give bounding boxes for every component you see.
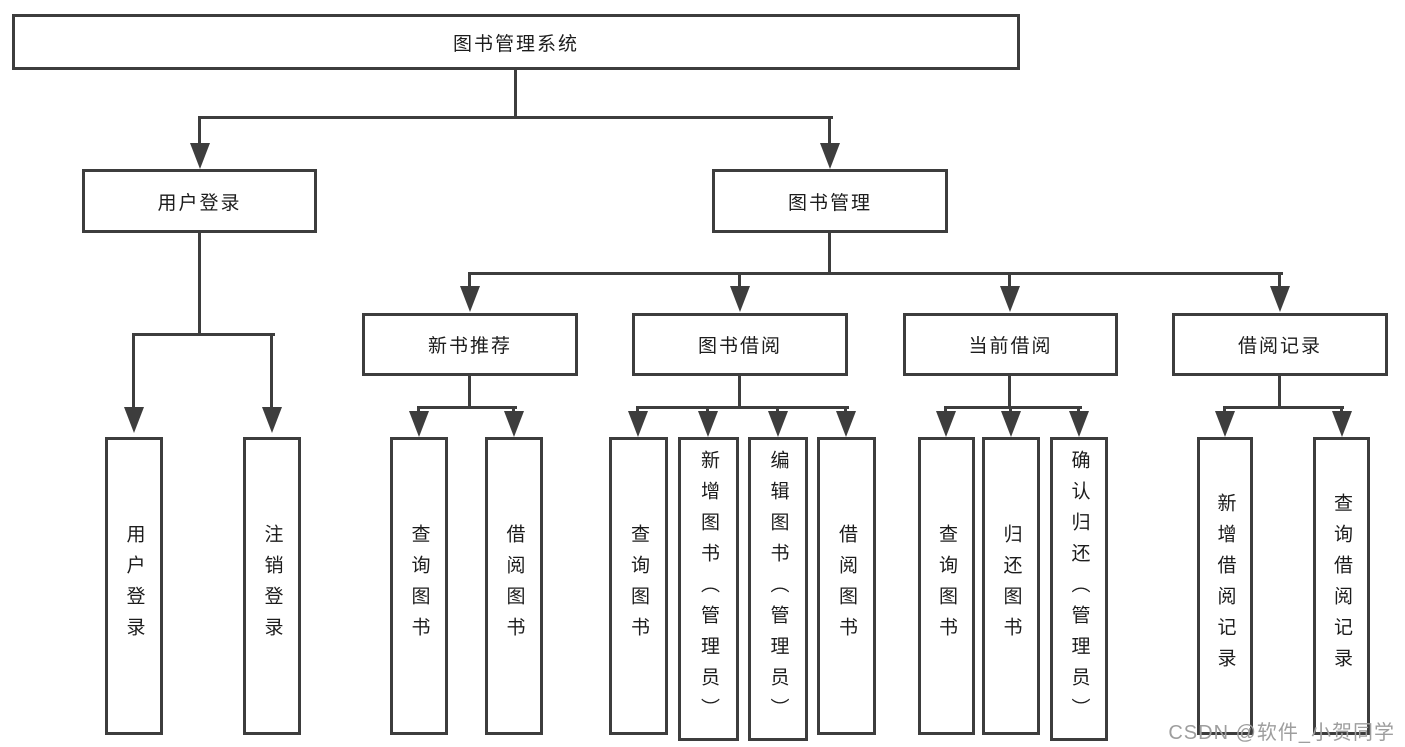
connector-line — [1223, 406, 1344, 409]
connector-line — [198, 232, 201, 336]
arrowhead-icon — [460, 286, 480, 312]
leaf-br-add-record-label: 新增借阅记录 — [1214, 493, 1236, 679]
connector-line — [1008, 272, 1011, 288]
node-book-management: 图书管理 — [712, 169, 948, 233]
node-user-login-label: 用户登录 — [157, 192, 242, 214]
connector-line — [738, 374, 741, 409]
connector-line — [1340, 406, 1343, 414]
connector-line — [132, 333, 275, 336]
node-new-book-recommend: 新书推荐 — [362, 313, 578, 376]
connector-line — [944, 406, 947, 414]
node-user-login: 用户登录 — [82, 169, 317, 233]
node-library-system-label: 图书管理系统 — [452, 33, 579, 55]
node-current-borrowing: 当前借阅 — [903, 313, 1118, 376]
leaf-cb-confirm-return-admin-label: 确认归还（管理员） — [1068, 449, 1090, 729]
connector-line — [828, 232, 831, 275]
connector-line — [844, 406, 847, 414]
connector-line — [512, 406, 515, 414]
arrowhead-icon — [1069, 411, 1089, 437]
arrowhead-icon — [820, 143, 840, 169]
leaf-nb-borrow-books-label: 借阅图书 — [503, 524, 525, 648]
connector-line — [514, 69, 517, 119]
connector-line — [1278, 272, 1281, 288]
connector-line — [636, 406, 639, 414]
connector-line — [776, 406, 779, 414]
arrowhead-icon — [1332, 411, 1352, 437]
node-borrowing-records-label: 借阅记录 — [1237, 336, 1322, 357]
leaf-br-query-record: 查询借阅记录 — [1313, 437, 1370, 735]
connector-line — [1009, 406, 1012, 414]
node-book-borrowing-label: 图书借阅 — [697, 336, 782, 357]
leaf-bb-borrow-books-label: 借阅图书 — [836, 524, 857, 648]
leaf-bb-edit-books-admin: 编辑图书（管理员） — [748, 437, 808, 741]
leaf-user-login-label: 用户登录 — [123, 524, 145, 648]
leaf-nb-query-books: 查询图书 — [390, 437, 448, 735]
node-book-borrowing: 图书借阅 — [632, 313, 848, 376]
connector-line — [417, 406, 420, 414]
leaf-cb-return-books-label: 归还图书 — [1000, 524, 1022, 648]
arrowhead-icon — [936, 411, 956, 437]
connector-line — [945, 406, 1082, 409]
connector-line — [706, 406, 709, 414]
arrowhead-icon — [628, 411, 648, 437]
connector-line — [469, 272, 1283, 275]
arrowhead-icon — [190, 143, 210, 169]
connector-line — [738, 272, 741, 288]
node-current-borrowing-label: 当前借阅 — [968, 336, 1053, 357]
arrowhead-icon — [768, 411, 788, 437]
node-book-management-label: 图书管理 — [787, 192, 872, 214]
leaf-logout: 注销登录 — [243, 437, 301, 735]
arrowhead-icon — [1000, 286, 1020, 312]
arrowhead-icon — [698, 411, 718, 437]
connector-line — [198, 116, 201, 145]
node-borrowing-records: 借阅记录 — [1172, 313, 1388, 376]
arrowhead-icon — [409, 411, 429, 437]
leaf-bb-borrow-books: 借阅图书 — [817, 437, 876, 735]
arrowhead-icon — [836, 411, 856, 437]
arrowhead-icon — [1270, 286, 1290, 312]
arrowhead-icon — [1215, 411, 1235, 437]
watermark: CSDN @软件_小贺同学 — [1168, 722, 1395, 744]
arrowhead-icon — [262, 407, 282, 433]
connector-line — [468, 272, 471, 288]
leaf-bb-edit-books-admin-label: 编辑图书（管理员） — [767, 449, 789, 729]
leaf-bb-query-books: 查询图书 — [609, 437, 668, 735]
leaf-nb-query-books-label: 查询图书 — [408, 524, 430, 648]
node-new-book-recommend-label: 新书推荐 — [427, 336, 512, 357]
connector-line — [199, 116, 833, 119]
leaf-br-add-record: 新增借阅记录 — [1197, 437, 1253, 735]
leaf-logout-label: 注销登录 — [261, 524, 283, 648]
connector-line — [270, 333, 273, 408]
arrowhead-icon — [1001, 411, 1021, 437]
leaf-cb-query-books: 查询图书 — [918, 437, 975, 735]
connector-line — [1223, 406, 1226, 414]
arrowhead-icon — [730, 286, 750, 312]
connector-line — [828, 116, 831, 145]
connector-line — [637, 406, 849, 409]
connector-line — [1008, 374, 1011, 409]
leaf-cb-return-books: 归还图书 — [982, 437, 1040, 735]
leaf-nb-borrow-books: 借阅图书 — [485, 437, 543, 735]
connector-line — [1278, 374, 1281, 409]
connector-line — [417, 406, 517, 409]
leaf-cb-query-books-label: 查询图书 — [936, 524, 957, 648]
leaf-br-query-record-label: 查询借阅记录 — [1331, 493, 1352, 679]
leaf-bb-add-books-admin-label: 新增图书（管理员） — [698, 449, 719, 729]
arrowhead-icon — [504, 411, 524, 437]
leaf-bb-add-books-admin: 新增图书（管理员） — [678, 437, 739, 741]
connector-line — [468, 374, 471, 409]
connector-line — [132, 333, 135, 408]
leaf-cb-confirm-return-admin: 确认归还（管理员） — [1050, 437, 1108, 741]
arrowhead-icon — [124, 407, 144, 433]
connector-line — [1077, 406, 1080, 414]
leaf-user-login: 用户登录 — [105, 437, 163, 735]
node-library-system: 图书管理系统 — [12, 14, 1020, 70]
leaf-bb-query-books-label: 查询图书 — [628, 524, 649, 648]
